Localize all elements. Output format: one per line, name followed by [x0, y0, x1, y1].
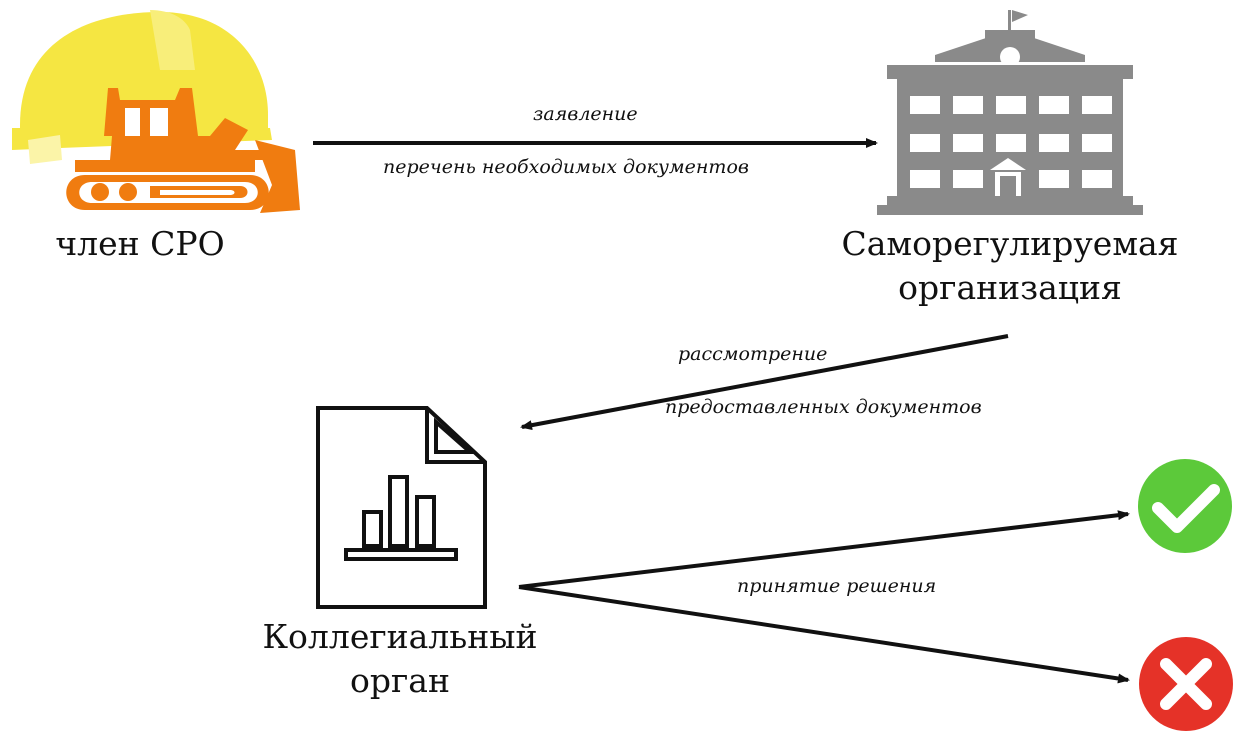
edge-decision-reject-arrow [518, 585, 1130, 684]
edge-review-label-top: рассмотрение [678, 343, 828, 365]
edge-decision-label: принятие решения [737, 575, 937, 597]
node-board-label-line1: Коллегиальный [262, 617, 538, 656]
edge-review-arrow [520, 334, 1009, 431]
edge-review-label-bottom: предоставленных документов [665, 396, 982, 418]
node-board-label-line2: орган [350, 661, 450, 700]
node-sro-label-line2: организация [898, 268, 1122, 307]
hardhat-icon [12, 10, 272, 164]
checkmark-icon [1138, 459, 1232, 553]
edge-application-label-top: заявление [533, 103, 638, 125]
cross-icon [1139, 637, 1233, 731]
bulldozer-icon [66, 88, 300, 213]
building-icon [877, 10, 1143, 215]
node-member-label: член СРО [55, 224, 225, 263]
document-chart-icon [316, 406, 487, 609]
node-board-label: Коллегиальный орган [250, 615, 550, 703]
node-sro-label-line1: Саморегулируемая [841, 224, 1179, 263]
edge-application-label-bottom: перечень необходимых документов [383, 156, 749, 178]
edge-decision-approve-arrow [518, 510, 1130, 589]
node-sro-label: Саморегулируемая организация [835, 222, 1185, 310]
